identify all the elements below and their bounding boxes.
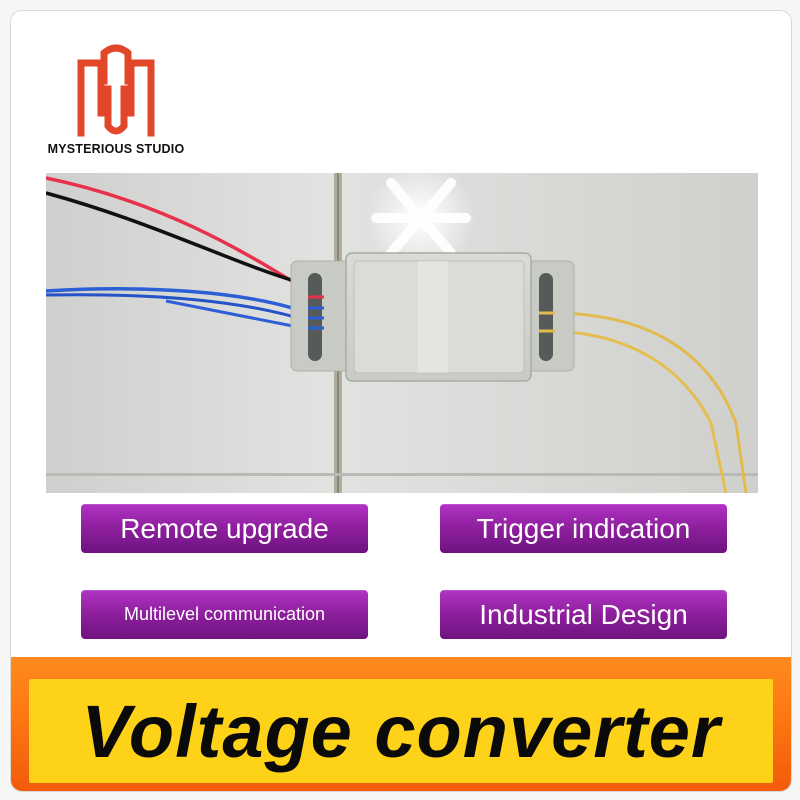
ms-monogram-logo-icon <box>77 44 155 137</box>
brand-name: MYSTERIOUS STUDIO <box>47 142 185 156</box>
product-title: Voltage converter <box>81 689 721 773</box>
voltage-converter-photo <box>46 173 758 493</box>
title-box: Voltage converter <box>29 679 773 783</box>
feature-remote-upgrade: Remote upgrade <box>81 504 368 553</box>
product-photo <box>46 173 758 493</box>
product-card: MYSTERIOUS STUDIO <box>10 10 792 792</box>
title-banner: Voltage converter <box>11 657 791 791</box>
feature-multilevel-communication: Multilevel communication <box>81 590 368 639</box>
feature-trigger-indication: Trigger indication <box>440 504 727 553</box>
feature-industrial-design: Industrial Design <box>440 590 727 639</box>
brand-logo: MYSTERIOUS STUDIO <box>31 41 201 166</box>
